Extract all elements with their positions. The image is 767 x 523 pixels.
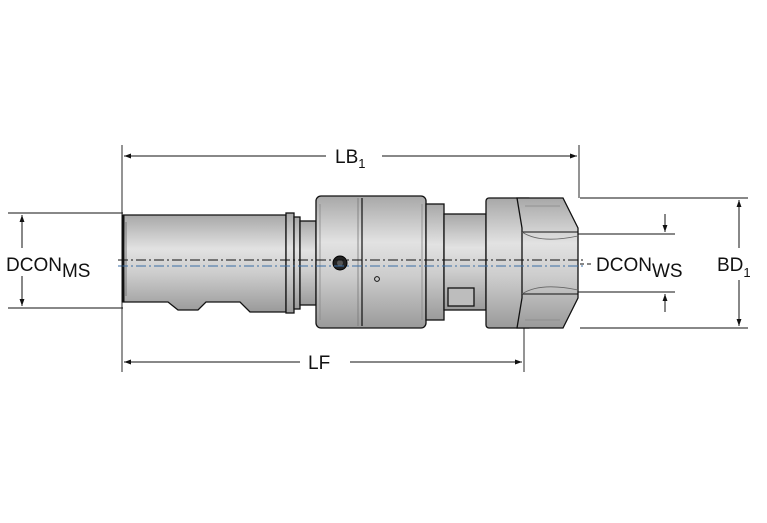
lb-label: LB: [335, 147, 358, 168]
key-slot: [447, 287, 475, 307]
dimension-dcon-ws: DCONWS: [580, 214, 683, 312]
lb-subscript: 1: [358, 156, 365, 171]
svg-text:BD1: BD1: [717, 255, 751, 280]
dimension-lf: LF: [124, 353, 522, 374]
dcon-ms-subscript: MS: [62, 261, 91, 282]
groove-ring-3: [299, 220, 317, 306]
dcon-ws-label: DCON: [596, 255, 652, 276]
shank: [122, 214, 287, 313]
dimension-lb1: LB1: [124, 147, 577, 171]
neck-ring: [425, 203, 445, 321]
lf-label: LF: [308, 353, 330, 374]
main-collar: [315, 195, 427, 329]
dimension-bd1: BD1: [717, 200, 751, 326]
dimension-dcon-ms: DCONMS: [6, 215, 90, 306]
centerline: [118, 259, 585, 267]
small-hole: [374, 276, 380, 282]
svg-text:LB1: LB1: [335, 147, 365, 171]
svg-text:DCONWS: DCONWS: [596, 255, 683, 282]
groove-ring-1: [285, 212, 295, 314]
bd-subscript: 1: [743, 265, 750, 280]
extension-lines: [8, 145, 748, 372]
tool-body: [121, 195, 579, 329]
svg-text:DCONMS: DCONMS: [6, 255, 90, 282]
dcon-ws-subscript: WS: [652, 261, 683, 282]
dcon-ms-label: DCON: [6, 255, 62, 276]
groove-ring-2: [293, 216, 301, 310]
hex-nut: [516, 197, 579, 329]
bd-label: BD: [717, 255, 743, 276]
